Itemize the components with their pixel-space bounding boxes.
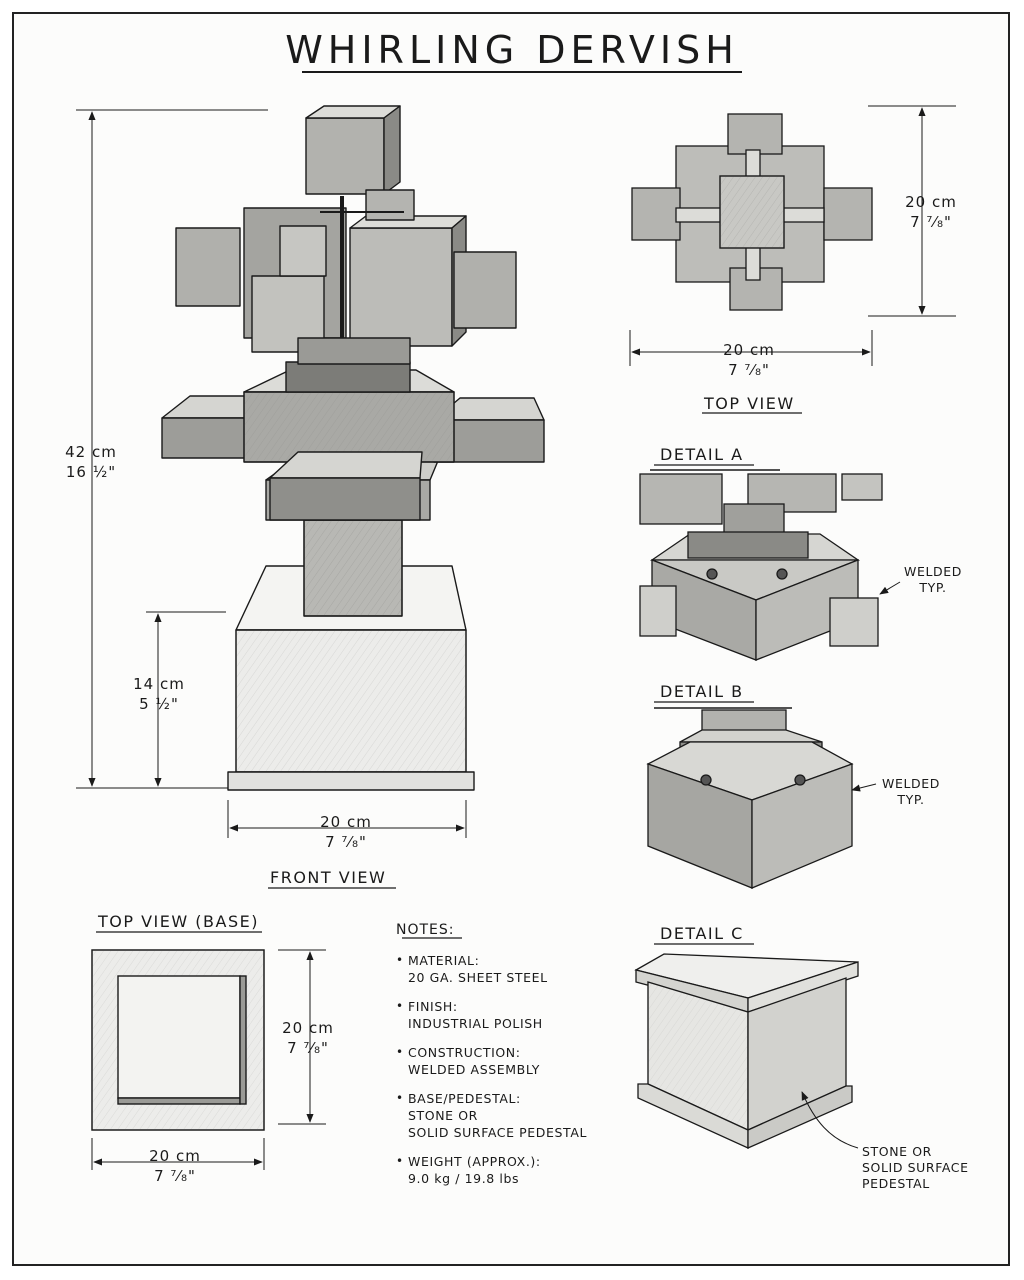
base-width-cm: 20 cm <box>149 1147 201 1165</box>
detail-a-callout-line: WELDED <box>904 564 962 579</box>
detail-b-drawing <box>646 707 854 889</box>
detail-c-callout-line: PEDESTAL <box>862 1176 930 1191</box>
pedestal-plinth <box>227 771 475 791</box>
base-width-label: 20 cm 7 ⁷⁄₈" <box>138 1146 212 1186</box>
top-height-cm: 20 cm <box>905 193 957 211</box>
detail-c-callout-line: STONE OR <box>862 1144 932 1159</box>
note-bullet: • <box>396 1154 404 1168</box>
pedestal-height-cm: 14 cm <box>133 675 185 693</box>
note-bullet: • <box>396 999 404 1013</box>
note-item: • FINISH: INDUSTRIAL POLISH <box>396 998 636 1032</box>
notes-heading: NOTES: <box>396 922 455 938</box>
note-bullet: • <box>396 953 404 967</box>
detail-c-callout-line: SOLID SURFACE <box>862 1160 969 1175</box>
note-label: CONSTRUCTION: <box>408 1045 521 1060</box>
top-dimension-lines <box>629 105 956 366</box>
note-value: SOLID SURFACE PEDESTAL <box>408 1125 588 1140</box>
note-value: WELDED ASSEMBLY <box>408 1062 540 1077</box>
front-width-cm: 20 cm <box>320 813 372 831</box>
base-height-label: 20 cm 7 ⁷⁄₈" <box>276 1018 340 1058</box>
detail-b-callout: WELDED TYP. <box>882 776 940 808</box>
note-value: INDUSTRIAL POLISH <box>408 1016 543 1031</box>
front-dimension-lines <box>76 109 467 838</box>
detail-b-callout-line: TYP. <box>897 792 925 807</box>
top-base-drawing <box>91 949 265 1131</box>
detail-a-drawing <box>639 469 883 661</box>
base-dimension-lines <box>91 949 326 1170</box>
note-bullet: • <box>396 1045 404 1059</box>
front-view-heading: FRONT VIEW <box>270 868 387 887</box>
detail-c-drawing <box>634 953 859 1150</box>
view-heading-underlines <box>96 412 802 945</box>
detail-c-callout: STONE OR SOLID SURFACE PEDESTAL <box>862 1144 969 1192</box>
pedestal-height-label: 14 cm 5 ½" <box>128 674 190 714</box>
detail-a-callout: WELDED TYP. <box>904 564 962 596</box>
detail-a-callout-line: TYP. <box>919 580 947 595</box>
front-width-in: 7 ⁷⁄₈" <box>325 833 367 851</box>
top-width-cm: 20 cm <box>723 341 775 359</box>
pedestal-height-in: 5 ½" <box>139 695 179 713</box>
note-label: WEIGHT (APPROX.): <box>408 1154 541 1169</box>
detail-b-heading: DETAIL B <box>660 682 744 701</box>
note-value: 20 GA. SHEET STEEL <box>408 970 548 985</box>
base-width-in: 7 ⁷⁄₈" <box>154 1167 196 1185</box>
detail-b-callout-line: WELDED <box>882 776 940 791</box>
note-item: • CONSTRUCTION: WELDED ASSEMBLY <box>396 1044 636 1078</box>
top-width-in: 7 ⁷⁄₈" <box>728 361 770 379</box>
detail-c-heading: DETAIL C <box>660 924 744 943</box>
front-height-cm: 42 cm <box>65 443 117 461</box>
base-height-cm: 20 cm <box>282 1019 334 1037</box>
top-height-in: 7 ⁷⁄₈" <box>910 213 952 231</box>
note-label: MATERIAL: <box>408 953 480 968</box>
detail-b-leader <box>851 783 877 792</box>
front-view-drawing <box>161 105 545 791</box>
top-base-heading: TOP VIEW (BASE) <box>98 912 259 931</box>
note-label: BASE/PEDESTAL: <box>408 1091 521 1106</box>
top-width-label: 20 cm 7 ⁷⁄₈" <box>712 340 786 380</box>
top-height-label: 20 cm 7 ⁷⁄₈" <box>894 192 968 232</box>
drawing-title: WHIRLING DERVISH <box>285 28 739 72</box>
front-height-label: 42 cm 16 ½" <box>56 442 126 482</box>
notes-list: • MATERIAL: 20 GA. SHEET STEEL • FINISH: INDU… <box>396 952 636 1187</box>
note-bullet: • <box>396 1091 404 1105</box>
note-item: • MATERIAL: 20 GA. SHEET STEEL <box>396 952 636 986</box>
top-view-drawing <box>631 113 873 311</box>
notes-block: NOTES: • MATERIAL: 20 GA. SHEET STEEL • FINI… <box>396 922 636 1199</box>
note-label: FINISH: <box>408 999 458 1014</box>
detail-c-leader <box>801 1091 859 1149</box>
top-view-heading: TOP VIEW <box>704 394 795 413</box>
note-item: • WEIGHT (APPROX.): 9.0 kg / 19.8 lbs <box>396 1153 636 1187</box>
base-height-in: 7 ⁷⁄₈" <box>287 1039 329 1057</box>
note-value: 9.0 kg / 19.8 lbs <box>408 1171 520 1186</box>
note-item: • BASE/PEDESTAL: STONE OR SOLID SURFACE PED… <box>396 1090 636 1141</box>
detail-a-leader <box>879 581 901 595</box>
detail-a-heading: DETAIL A <box>660 445 744 464</box>
note-value: STONE OR <box>408 1108 478 1123</box>
front-width-label: 20 cm 7 ⁷⁄₈" <box>306 812 386 852</box>
front-height-in: 16 ½" <box>65 463 117 481</box>
